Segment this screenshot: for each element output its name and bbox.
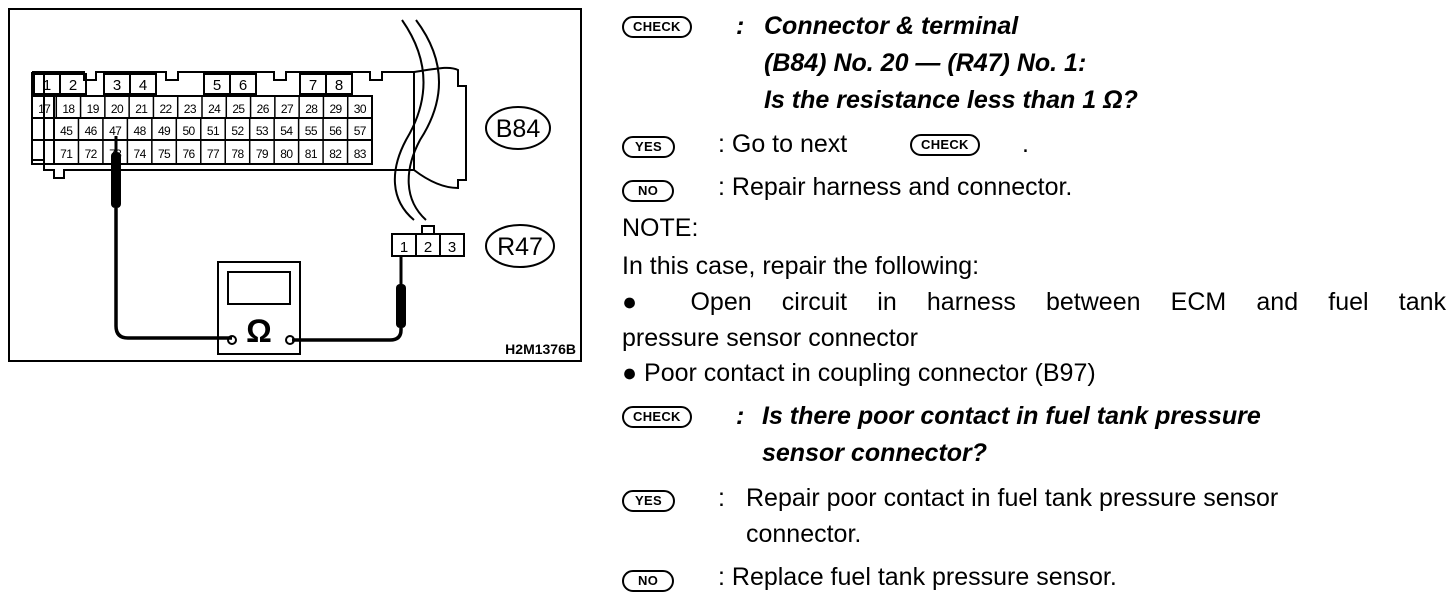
check1-line2: (B84) No. 20 — (R47) No. 1:: [764, 49, 1087, 77]
b84-pin-5: 5: [213, 77, 221, 94]
b84-pin-25: 25: [232, 102, 245, 116]
b84-pin-29: 29: [329, 102, 342, 116]
check2-colon: :: [736, 402, 745, 430]
b84-pin-72: 72: [85, 147, 98, 161]
b84-pin-45: 45: [60, 124, 73, 138]
no-badge: NO: [622, 180, 675, 202]
check-badge: CHECK: [622, 16, 692, 38]
b84-pin-4: 4: [139, 77, 147, 94]
b84-pin-18: 18: [62, 102, 75, 116]
check-badge-2: CHECK: [622, 406, 692, 428]
ohm-symbol: Ω: [246, 313, 272, 349]
b84-pin-1: 1: [43, 77, 51, 94]
no1-text: : Repair harness and connector.: [718, 173, 1073, 201]
check2-line1: Is there poor contact in fuel tank press…: [762, 402, 1261, 430]
b84-pin-17: 17: [38, 102, 51, 116]
b84-pin-74: 74: [134, 147, 147, 161]
b84-pin-76: 76: [182, 147, 195, 161]
check1-colon: :: [736, 12, 745, 40]
test-leads: [114, 208, 403, 342]
r47-label: R47: [497, 233, 543, 261]
b84-pin-21: 21: [135, 102, 148, 116]
b84-pin-27: 27: [281, 102, 294, 116]
b84-pin-57: 57: [354, 124, 367, 138]
note-bullet1-line2: pressure sensor connector: [622, 324, 918, 352]
note-intro: In this case, repair the following:: [622, 252, 980, 280]
b84-pin-23: 23: [184, 102, 197, 116]
yes-badge-2: YES: [622, 490, 675, 512]
check1-line3: Is the resistance less than 1 Ω?: [764, 86, 1138, 114]
yes1-suffix: .: [1022, 130, 1029, 158]
r47-connector: [391, 225, 465, 257]
b84-pin-48: 48: [134, 124, 147, 138]
b84-pin-52: 52: [231, 124, 244, 138]
b84-pin-2: 2: [69, 77, 77, 94]
yes2-colon: :: [718, 484, 725, 512]
b84-grid: [55, 96, 349, 164]
b84-pin-28: 28: [305, 102, 318, 116]
r47-pin-1: 1: [400, 239, 408, 256]
b84-pin-55: 55: [305, 124, 318, 138]
b84-pin-26: 26: [257, 102, 270, 116]
b84-pin-54: 54: [280, 124, 293, 138]
probe-left: [111, 136, 121, 208]
b84-pin-24: 24: [208, 102, 221, 116]
r47-label-oval: [485, 224, 555, 268]
b84-pin-71: 71: [60, 147, 73, 161]
b84-pin-82: 82: [329, 147, 342, 161]
no-badge-2: NO: [622, 570, 675, 592]
b84-label-oval: [485, 106, 551, 150]
b84-label: B84: [496, 115, 541, 143]
b84-pin-47: 47: [109, 124, 122, 138]
yes1-text: : Go to next: [718, 130, 848, 158]
b84-pin-53: 53: [256, 124, 269, 138]
yes2-line2: connector.: [746, 520, 862, 548]
r47-pin-3: 3: [448, 239, 456, 256]
check1-line1: Connector & terminal: [764, 12, 1019, 40]
b84-pin-75: 75: [158, 147, 171, 161]
b84-pin-78: 78: [231, 147, 244, 161]
b84-pin-50: 50: [182, 124, 195, 138]
note-bullet1-line1: ● Open circuit in harness between ECM an…: [622, 288, 1446, 316]
b84-pin-20: 20: [111, 102, 124, 116]
yes-badge: YES: [622, 136, 675, 158]
b84-pin-49: 49: [158, 124, 171, 138]
b84-pin-83: 83: [354, 147, 367, 161]
b84-pin-56: 56: [329, 124, 342, 138]
b84-pin-79: 79: [256, 147, 269, 161]
r47-pin-2: 2: [424, 239, 432, 256]
figure-code: H2M1376B: [505, 341, 576, 357]
b84-pin-81: 81: [305, 147, 318, 161]
no2-text: : Replace fuel tank pressure sensor.: [718, 563, 1117, 591]
harness-wires: [393, 19, 467, 221]
b84-pin-8: 8: [335, 77, 343, 94]
b84-pin-51: 51: [207, 124, 220, 138]
note-title: NOTE:: [622, 214, 699, 242]
b84-pin-6: 6: [239, 77, 247, 94]
ohmmeter: [217, 261, 301, 355]
note-bullet2: ● Poor contact in coupling connector (B9…: [622, 359, 1096, 387]
check2-line2: sensor connector?: [762, 439, 988, 467]
b84-pin-7: 7: [309, 77, 317, 94]
yes2-line1: Repair poor contact in fuel tank pressur…: [746, 484, 1279, 512]
b84-pin-3: 3: [113, 77, 121, 94]
b84-pin-46: 46: [85, 124, 98, 138]
b84-pin-77: 77: [207, 147, 220, 161]
b84-pin-22: 22: [159, 102, 172, 116]
b84-pin-30: 30: [354, 102, 367, 116]
b84-pin-19: 19: [87, 102, 100, 116]
b84-pin-80: 80: [280, 147, 293, 161]
check-badge-inline: CHECK: [910, 134, 980, 156]
probe-right: [396, 256, 406, 328]
